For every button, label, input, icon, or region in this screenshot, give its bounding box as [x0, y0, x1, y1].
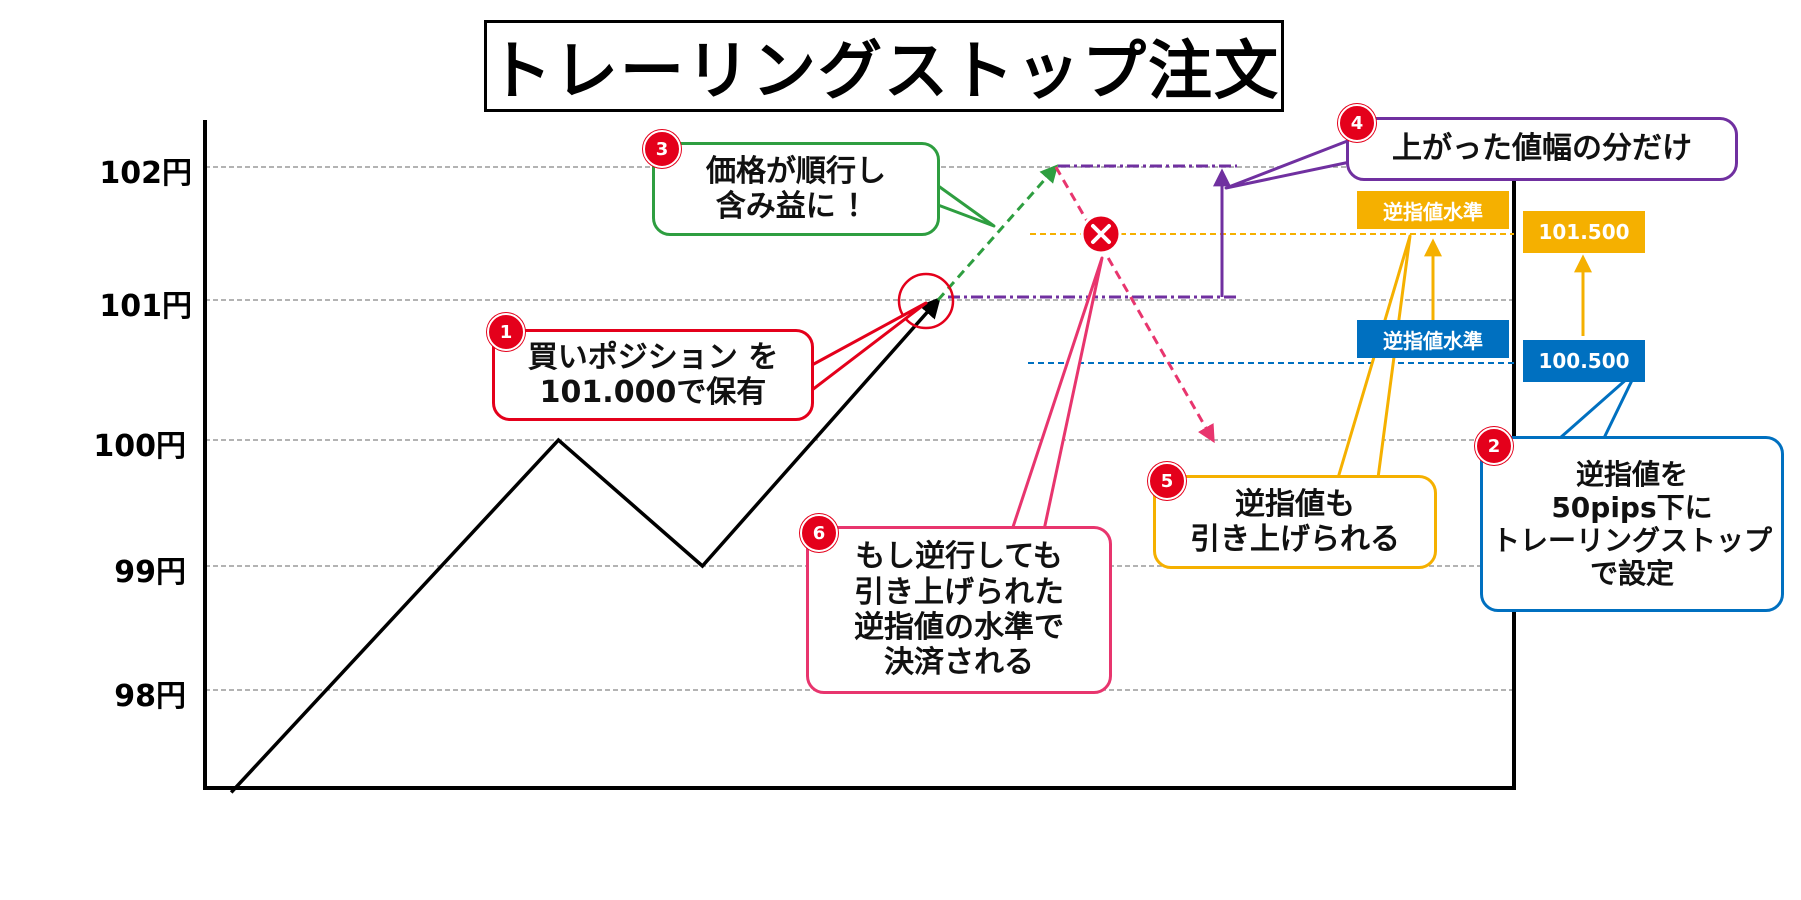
- callout-6-badge: 6: [800, 514, 838, 552]
- callout-6-pointer: [1010, 256, 1104, 532]
- callout-5: 逆指値も 引き上げられる: [1153, 475, 1437, 569]
- y-tick-99: 99円: [114, 555, 186, 590]
- callout-2: 逆指値を 50pips下に トレーリングストップ で設定: [1480, 436, 1784, 612]
- y-tick-98: 98円: [114, 679, 186, 714]
- stop-level-value-old: 100.500: [1523, 340, 1645, 382]
- callout-2-badge: 2: [1475, 427, 1513, 465]
- stop-level-label-new: 逆指値水準: [1357, 191, 1509, 229]
- callout-1: 買いポジション を 101.000で保有: [492, 329, 814, 421]
- stop-out-icon: [1080, 213, 1122, 255]
- y-tick-102: 102円: [99, 156, 192, 191]
- price-line: [229, 296, 941, 794]
- callout-1-badge: 1: [487, 313, 525, 351]
- callout-6: もし逆行しても 引き上げられた 逆指値の水準で 決済される: [806, 526, 1112, 694]
- y-tick-101: 101円: [99, 289, 192, 324]
- price-fall-projection: [1054, 166, 1215, 444]
- callout-4-badge: 4: [1338, 104, 1376, 142]
- callout-4-pointer: [1224, 138, 1352, 190]
- series-layer: [229, 164, 1215, 794]
- callout-3-badge: 3: [643, 130, 681, 168]
- diagram-title: トレーリングストップ注文: [484, 20, 1284, 112]
- stop-level-label-old: 逆指値水準: [1357, 320, 1509, 358]
- price-rise-projection: [936, 164, 1059, 301]
- callout-5-badge: 5: [1148, 462, 1186, 500]
- entry-marker: [897, 272, 955, 330]
- stop-level-value-new: 101.500: [1523, 211, 1645, 253]
- callout-3: 価格が順行し 含み益に ！: [652, 142, 940, 236]
- callout-4: 上がった値幅の分だけ: [1346, 117, 1738, 181]
- y-tick-100: 100円: [93, 429, 186, 464]
